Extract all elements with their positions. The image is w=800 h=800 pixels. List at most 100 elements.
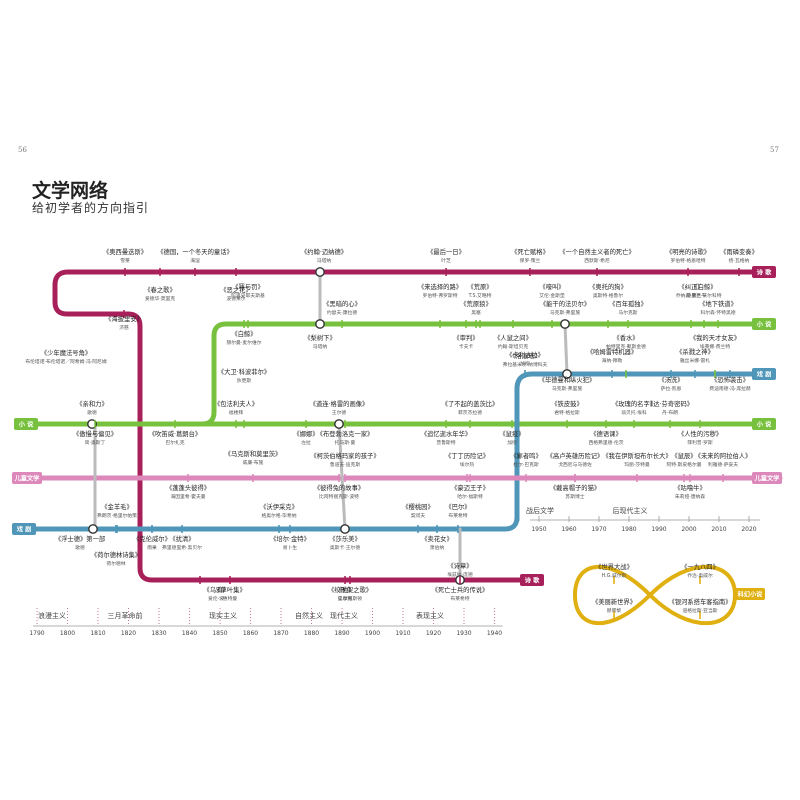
work-title: 《雨磷变奏》: [720, 247, 758, 256]
work-title: 《未来的阿拉伯人》: [695, 451, 752, 460]
epoch-label: 后现代主义: [613, 506, 648, 515]
work-author: 阿特·斯皮格尔曼: [666, 461, 701, 468]
work-title: 《绞刑架之歌》: [328, 585, 372, 594]
work-title: 《纠正》: [678, 283, 703, 291]
work-title: 《地下铁道》: [699, 299, 737, 308]
year-label: 2010: [711, 526, 726, 533]
work-title: 《香水》: [613, 333, 638, 342]
work-author: 卡夫卡: [459, 343, 474, 350]
work-author: 赫胥黎: [607, 607, 622, 614]
work-author: 翁贝托·埃科: [621, 409, 647, 416]
work-title: 《大卫·科波菲尔》: [218, 367, 270, 376]
work-title: 《来选择的路》: [418, 282, 462, 291]
year-label: 1890: [334, 630, 349, 637]
work-author: 奥斯特·格鲁尔: [593, 292, 624, 299]
work-author: 弗里德里希·黑贝尔: [162, 544, 202, 551]
work-author: 利雅德·萨妥夫: [708, 461, 739, 468]
work-author: 叶芝: [441, 257, 451, 264]
year-label: 1790: [29, 630, 44, 637]
work-title: 《荒原狼》: [460, 299, 491, 308]
work-title: 《铁皮鼓》: [551, 399, 582, 408]
work-author: 弗朗茨·格里尔帕策: [97, 512, 137, 519]
work-title: 《最后一日》: [427, 247, 465, 256]
work-title: 《我在伊斯坦布尔长大》: [602, 451, 671, 460]
work-author: 君特·格拉斯: [554, 409, 580, 416]
work-title: 《死亡士兵的传说》: [432, 585, 489, 594]
year-label: 1920: [426, 630, 441, 637]
work-author: 加缪: [507, 439, 517, 446]
year-label: 1880: [304, 630, 319, 637]
interchange-station: [88, 524, 98, 534]
work-title: 《蓬蓬头彼得》: [166, 483, 210, 492]
line-label-badge: [752, 472, 782, 484]
work-title: 《哈姆雷特机器》: [587, 347, 637, 356]
work-author: 鲁道夫·迪克斯: [330, 461, 361, 468]
epoch-label: 战后文学: [526, 506, 554, 515]
work-author: 乔纳森·弗兰岑: [676, 292, 707, 299]
work-author: 布伦塔诺·布伦塔诺／阿希姆·冯·阿尼姆: [25, 358, 107, 365]
route-lines: [17, 269, 783, 626]
work-title: 《一个自然主义者的死亡》: [559, 247, 635, 256]
work-author: 左拉: [301, 439, 311, 446]
work-author: 加缪: [520, 360, 530, 367]
line-label: 诗 歌: [757, 269, 772, 277]
work-author: T.S.艾略特: [468, 292, 492, 299]
work-author: 道格拉斯·亚当斯: [682, 607, 717, 614]
work-title: 《德国，一个冬天的童话》: [157, 247, 233, 256]
work-title: 《了不起的盖茨比》: [442, 399, 499, 408]
work-author: 济慈: [119, 324, 129, 331]
work-title: 《少年魔法号角》: [41, 348, 91, 357]
work-title: 《罪与罚》: [232, 283, 263, 291]
work-title: 《高卢英雄历险记》: [547, 451, 604, 460]
work-title: 《德语课》: [590, 429, 621, 438]
work-author: 约瑟夫·康拉德: [327, 309, 358, 316]
work-title: 《亲和力》: [76, 399, 107, 408]
work-author: 罗伯特·弗罗斯特: [422, 292, 457, 299]
work-title: 《吹笛威·葛朗台》: [149, 429, 201, 438]
work-author: 托马斯·曼: [335, 439, 356, 446]
work-author: 朱莉娅·唐纳森: [675, 493, 706, 500]
work-title: 《乌鸦》: [203, 585, 228, 594]
year-label: 1840: [182, 630, 197, 637]
interchange-station: [87, 419, 97, 429]
work-author: 黑塞: [471, 309, 481, 316]
work-title: 《廊者鸣》: [510, 451, 541, 460]
work-title: 《玫瑰的名字》: [612, 399, 656, 408]
epoch-label: 三月革命前: [108, 611, 143, 620]
work-author: 波德莱尔: [226, 295, 245, 302]
work-title: 《恶之花》: [220, 285, 251, 294]
page-subtitle: 给初学者的方向指引: [32, 201, 150, 215]
line-label: 小 说: [756, 421, 772, 429]
drama-left-route: [17, 514, 520, 532]
work-title: 《卡利古拉》: [506, 350, 544, 359]
work-title: 《洛丽塔》: [509, 351, 540, 360]
line-label: 戏 剧: [16, 526, 32, 534]
work-author: 爱伦·坡: [208, 595, 224, 602]
work-author: 福楼拜: [229, 409, 244, 416]
work-title: 《杀戮之神》: [676, 347, 714, 356]
work-title: 《梨树下》: [304, 333, 335, 342]
work-title: 《浮士德》第一部: [55, 534, 105, 543]
interchange-station: [562, 369, 572, 379]
work-author: 歌德: [75, 544, 85, 551]
work-title: 《戴高帽子的猫》: [550, 483, 600, 492]
work-author: 雪莱: [120, 257, 130, 264]
year-label: 1960: [561, 526, 576, 533]
year-label: 1800: [60, 630, 75, 637]
scifi-loop: [572, 564, 738, 626]
work-title: 《人性的污秽》: [678, 429, 722, 438]
work-author: 雅丝米娜·雷札: [680, 357, 711, 364]
work-title: 《海披里安》: [105, 314, 143, 323]
year-label: 1930: [456, 630, 471, 637]
work-author: 雨果: [147, 545, 157, 551]
work-title: 《毕德曼和纵火犯》: [539, 375, 596, 384]
work-author: 菲茨杰拉德: [458, 409, 482, 416]
work-title: 《豹》: [336, 585, 355, 594]
line-label: 诗 歌: [525, 577, 540, 585]
work-title: 《约翰·迈纳德》: [301, 247, 347, 256]
interchange-station: [340, 524, 350, 534]
year-label: 1860: [243, 630, 258, 637]
year-label: 1940: [487, 630, 502, 637]
